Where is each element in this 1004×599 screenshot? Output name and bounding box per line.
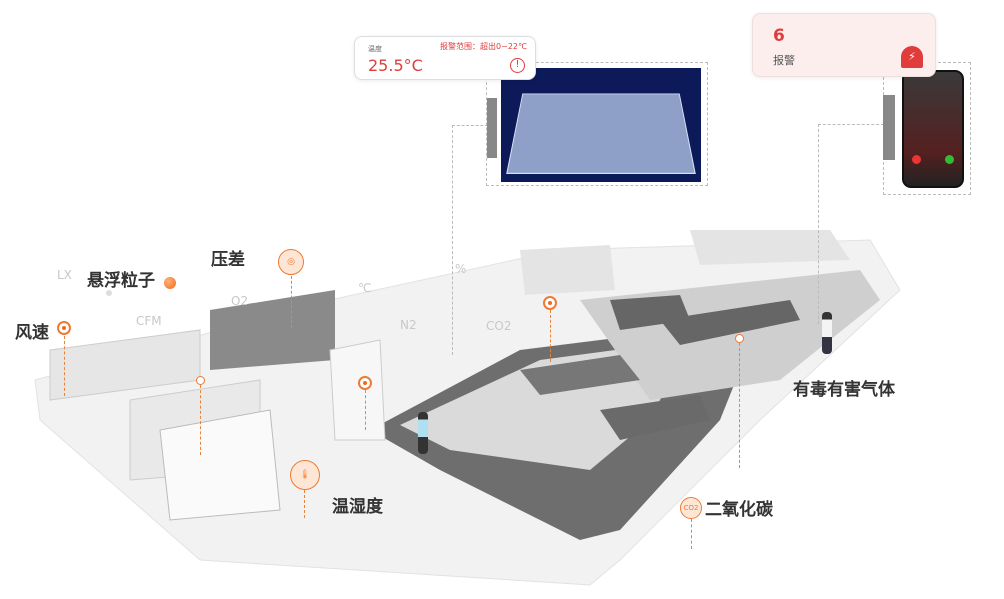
unit-cfm: CFM [136, 314, 162, 328]
unit-co2: CO2 [486, 319, 512, 333]
label-particles: 悬浮粒子 [87, 271, 155, 291]
phone-call-screen [902, 70, 964, 188]
pressure-gauge-icon[interactable]: ◎ [278, 249, 304, 275]
toxic-gas-line [739, 343, 740, 468]
siren-icon: ⚡ [901, 46, 923, 68]
lx-sensor-dot [106, 290, 112, 296]
label-toxic-gas: 有毒有害气体 [793, 380, 895, 400]
particles-marker[interactable] [164, 277, 176, 289]
unit-n2: N2 [400, 318, 417, 332]
bench-sensor-marker[interactable] [196, 376, 205, 385]
temp-humidity-line [304, 490, 305, 518]
alarm-count: 6 [773, 26, 785, 46]
unit-lx: LX [57, 268, 72, 282]
unit-o2: O2 [231, 294, 249, 308]
unit-percent: % [455, 262, 467, 276]
lab-sensor-line [550, 310, 551, 362]
co2-sensor-icon[interactable]: CO2 [680, 497, 702, 519]
thermometer-icon[interactable]: 🌡 [290, 460, 320, 490]
phone-mount [883, 95, 895, 160]
alarm-range: 报警范围：超出0~22℃ [440, 42, 527, 51]
alarm-count-card[interactable]: 6 报警 ⚡ [752, 13, 936, 77]
co2-badge-text: CO2 [683, 504, 699, 512]
room-sensor-line [365, 390, 366, 430]
temperature-label: 温度 [368, 45, 382, 53]
label-wind-speed: 风速 [15, 323, 49, 343]
bench-sensor-line [200, 385, 201, 455]
temperature-alert-card[interactable]: 温度 报警范围：超出0~22℃ 25.5°C ! [354, 36, 536, 80]
alert-circle-icon: ! [510, 58, 525, 73]
phone-connector [818, 124, 884, 324]
lab-worker-figure [418, 412, 428, 454]
screen-frame [486, 62, 708, 186]
co2-line [691, 519, 692, 549]
wind-speed-line [64, 336, 65, 396]
wind-speed-marker[interactable] [57, 321, 71, 335]
lab-worker-figure-2 [822, 312, 832, 354]
wall-screen-mount [487, 98, 497, 158]
screen-connector [452, 125, 488, 355]
lab-sensor-marker[interactable] [543, 296, 557, 310]
room-sensor-marker[interactable] [358, 376, 372, 390]
toxic-gas-marker[interactable] [735, 334, 744, 343]
unit-celsius: ℃ [358, 281, 372, 295]
temperature-value: 25.5°C [368, 56, 423, 75]
label-co2: 二氧化碳 [705, 500, 773, 520]
label-temp-humidity: 温湿度 [332, 497, 383, 517]
label-pressure-diff: 压差 [211, 250, 245, 270]
alarm-label: 报警 [773, 54, 795, 67]
pressure-line [291, 276, 292, 328]
monitoring-screen [501, 68, 701, 182]
